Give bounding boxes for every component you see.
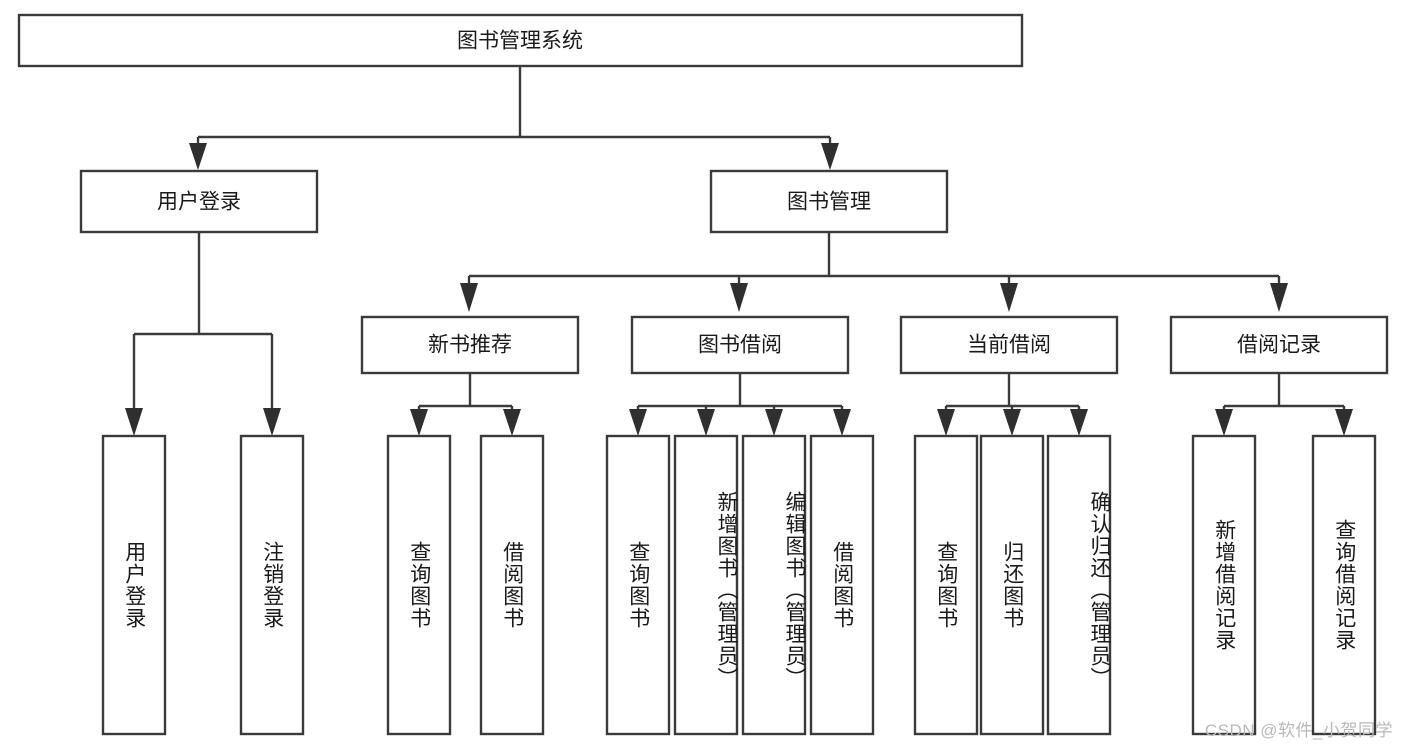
node-root[interactable]: 图书管理系统 — [17, 13, 1024, 68]
arrow-to-leaf-confirm-return — [1070, 409, 1088, 436]
arrow-to-leaf-query-book-2 — [629, 409, 647, 436]
new-book-recommend-box[interactable] — [360, 315, 580, 375]
leaf-user-logout-box[interactable] — [239, 434, 305, 736]
arrow-to-user-login — [189, 143, 207, 170]
leaf-query-record-box[interactable] — [1311, 434, 1377, 736]
arrow-to-leaf-query-book-3 — [937, 409, 955, 436]
arrow-to-leaf-user-logout — [263, 408, 281, 436]
leaf-add-book-box[interactable] — [673, 434, 739, 736]
arrow-to-new-book-recommend — [460, 283, 478, 312]
node-current-borrow[interactable]: 当前借阅 — [899, 315, 1119, 375]
node-new-book-recommend[interactable]: 新书推荐 — [360, 315, 580, 375]
book-management-label: 图书管理 — [787, 191, 871, 214]
leaf-add-record-box[interactable] — [1191, 434, 1257, 736]
connector-new-book-recommend-to-leaves — [410, 373, 521, 436]
arrow-to-leaf-query-record — [1335, 409, 1353, 436]
connector-user-login-to-leaves — [125, 232, 281, 436]
borrow-record-label: 借阅记录 — [1237, 334, 1321, 357]
arrow-to-leaf-return-book — [1003, 409, 1021, 436]
arrow-to-book-management — [821, 143, 839, 170]
leaf-query-book-1-box[interactable] — [386, 434, 452, 736]
leaf-borrow-book-1-box[interactable] — [479, 434, 545, 736]
leaf-edit-book-box[interactable] — [741, 434, 807, 736]
arrow-to-leaf-borrow-book-1 — [503, 409, 521, 436]
leaf-return-book-box[interactable] — [979, 434, 1045, 736]
connector-book-management-to-level3 — [460, 232, 1288, 312]
connector-root-to-level2 — [189, 66, 839, 170]
arrow-to-borrow-record — [1270, 283, 1288, 312]
arrow-to-book-borrow — [730, 283, 748, 312]
node-user-login[interactable]: 用户登录 — [79, 169, 319, 234]
arrow-to-leaf-add-record — [1215, 409, 1233, 436]
connector-book-borrow-to-leaves — [629, 373, 851, 436]
user-login-label: 用户登录 — [157, 191, 241, 214]
leaf-user-login-box[interactable] — [101, 434, 167, 736]
connector-current-borrow-to-leaves — [937, 373, 1088, 436]
csdn-watermark: CSDN @软件_小贺同学 — [1204, 721, 1393, 740]
leaf-query-book-2-box[interactable] — [605, 434, 671, 736]
current-borrow-label: 当前借阅 — [967, 334, 1051, 357]
node-borrow-record[interactable]: 借阅记录 — [1169, 315, 1389, 375]
root-label: 图书管理系统 — [457, 30, 583, 53]
arrow-to-leaf-query-book-1 — [410, 409, 428, 436]
leaf-query-book-3-box[interactable] — [913, 434, 979, 736]
arrow-to-leaf-edit-book — [765, 409, 783, 436]
arrow-to-leaf-add-book — [697, 409, 715, 436]
current-borrow-box[interactable] — [899, 315, 1119, 375]
node-book-management[interactable]: 图书管理 — [709, 169, 949, 234]
arrow-to-current-borrow — [1000, 283, 1018, 312]
user-login-box[interactable] — [79, 169, 319, 234]
node-book-borrow[interactable]: 图书借阅 — [630, 315, 850, 375]
book-borrow-label: 图书借阅 — [698, 334, 782, 357]
new-book-recommend-label: 新书推荐 — [428, 334, 512, 357]
arrow-to-leaf-borrow-book-2 — [833, 409, 851, 436]
connector-borrow-record-to-leaves — [1215, 373, 1353, 436]
root-box[interactable] — [17, 13, 1024, 68]
leaf-borrow-book-2-box[interactable] — [809, 434, 875, 736]
arrow-to-leaf-user-login — [125, 408, 143, 436]
leaf-confirm-return-box[interactable] — [1046, 434, 1112, 736]
